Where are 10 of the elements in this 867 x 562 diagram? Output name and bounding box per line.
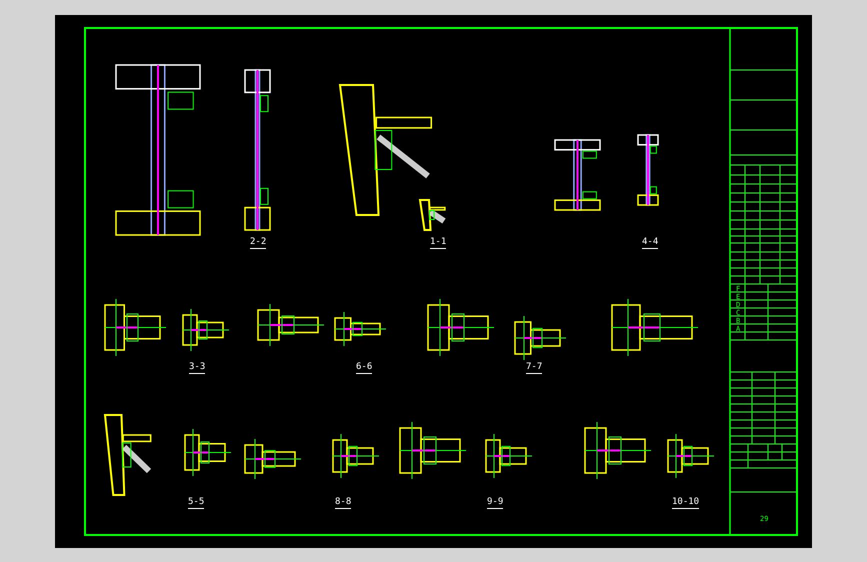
section-title: 7-7 bbox=[526, 362, 542, 374]
section-title: 9-9 bbox=[487, 497, 504, 509]
section-title: 5-5 bbox=[188, 497, 204, 509]
section-title: 3-3 bbox=[189, 362, 206, 374]
section-title: 1-1 bbox=[430, 237, 446, 249]
section-title: 10-10 bbox=[672, 497, 700, 509]
section-title: 4-4 bbox=[642, 237, 658, 249]
section-title: 8-8 bbox=[335, 497, 352, 509]
section-title: 2-2 bbox=[250, 237, 266, 249]
section-title: 6-6 bbox=[356, 362, 372, 374]
